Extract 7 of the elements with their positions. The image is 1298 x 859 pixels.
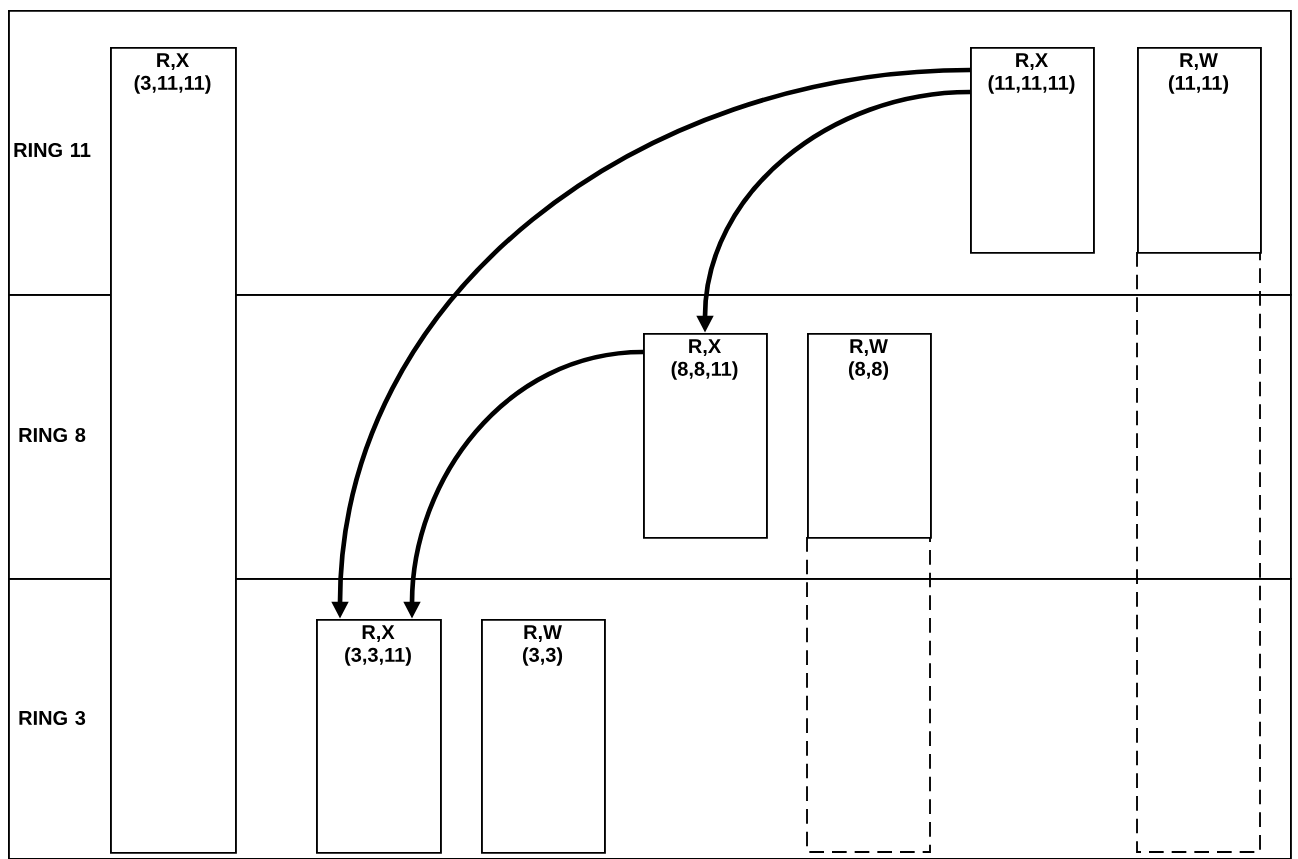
segment-box: R,X (8,8,11) — [643, 333, 768, 539]
segment-box: R,W (11,11) — [1137, 47, 1262, 254]
segment-box: R,X (3,11,11) — [110, 47, 237, 854]
segment-box: R,W (3,3) — [481, 619, 606, 854]
segment-box: R,X (3,3,11) — [316, 619, 442, 854]
segment-box: R,W (8,8) — [807, 333, 932, 539]
segment-box: R,X (11,11,11) — [970, 47, 1095, 254]
